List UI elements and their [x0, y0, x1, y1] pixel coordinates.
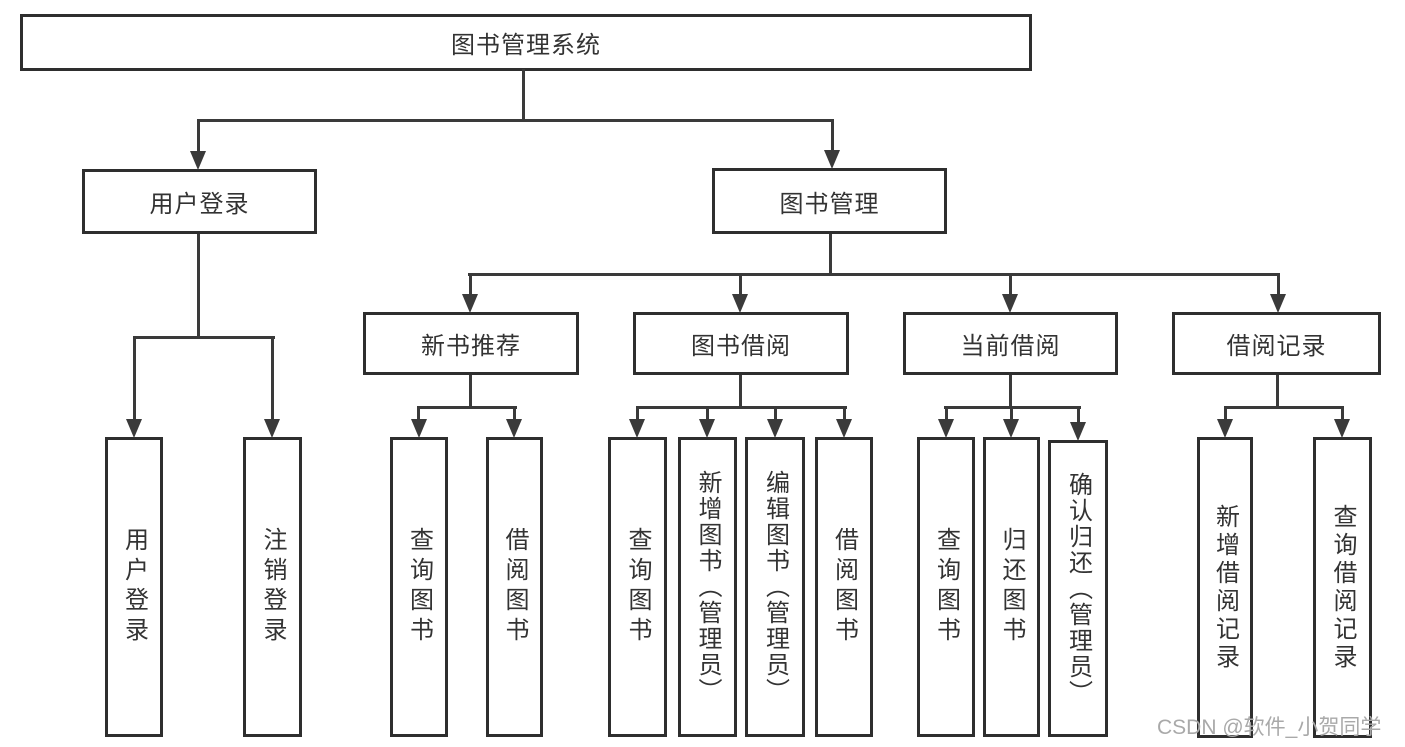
node-label: 新书推荐	[421, 333, 521, 360]
connector-arrow-tail	[1224, 406, 1227, 422]
node-label: 当前借阅	[960, 333, 1061, 360]
arrow-down-icon	[462, 294, 478, 313]
connector-arrow-tail	[1009, 273, 1012, 296]
leaf-query-books-newbook: 查询图书	[390, 437, 448, 737]
connector-arrow-tail	[636, 406, 639, 422]
connector-user-login-branch	[133, 336, 275, 339]
connector-arrow-tail	[843, 406, 846, 422]
leaf-label: 查询借阅记录	[1329, 503, 1356, 672]
node-label: 借阅记录	[1226, 333, 1327, 360]
leaf-label: 归还图书	[998, 527, 1025, 647]
arrow-down-icon	[938, 419, 954, 438]
connector-group-branch	[1224, 406, 1344, 409]
arrow-down-icon	[699, 419, 715, 438]
leaf-logout: 注销登录	[243, 437, 302, 737]
leaf-label: 查询图书	[624, 527, 651, 647]
arrow-down-icon	[126, 419, 142, 438]
arrow-down-icon	[1334, 419, 1350, 438]
leaf-return-books: 归还图书	[983, 437, 1040, 737]
leaf-add-borrow-record: 新增借阅记录	[1197, 437, 1253, 738]
node-new-book-recommendation: 新书推荐	[363, 312, 579, 375]
connector-arrow-tail	[1341, 406, 1344, 422]
leaf-label: 注销登录	[259, 527, 286, 647]
connector-arrow-tail	[469, 273, 472, 296]
arrow-down-icon	[190, 151, 206, 170]
node-label: 图书管理系统	[451, 32, 601, 59]
connector-arrow-tail	[417, 406, 420, 422]
node-borrowing-records: 借阅记录	[1172, 312, 1381, 375]
connector-arrow-tail	[1077, 406, 1080, 425]
node-book-borrowing: 图书借阅	[633, 312, 849, 375]
connector-arrow-tail	[706, 406, 709, 422]
arrow-down-icon	[1003, 419, 1019, 438]
leaf-confirm-return-admin: 确认归还（管理员）	[1048, 440, 1108, 737]
connector-arrow-tail	[271, 336, 274, 421]
leaf-label: 查询图书	[405, 527, 433, 647]
leaf-label: 编辑图书（管理员）	[761, 470, 789, 704]
connector-level1-branch	[197, 119, 834, 122]
leaf-edit-book-admin: 编辑图书（管理员）	[745, 437, 805, 737]
node-current-borrowing: 当前借阅	[903, 312, 1118, 375]
connector-level2-branch	[468, 273, 1280, 276]
connector-arrow-tail	[513, 406, 516, 422]
connector-arrow-tail	[133, 336, 136, 421]
connector-group-stub	[1276, 375, 1279, 409]
arrow-down-icon	[1217, 419, 1233, 438]
connector-group-branch	[636, 406, 847, 409]
connector-arrow-tail	[1277, 273, 1280, 296]
leaf-borrow-books-borrowing: 借阅图书	[815, 437, 873, 737]
arrow-down-icon	[1002, 294, 1018, 313]
arrow-down-icon	[506, 419, 522, 438]
csdn-watermark: CSDN @软件_小贺同学	[1157, 716, 1382, 739]
connector-arrow-tail	[197, 119, 200, 153]
arrow-down-icon	[629, 419, 645, 438]
leaf-borrow-books-newbook: 借阅图书	[486, 437, 543, 737]
node-label: 用户登录	[149, 191, 250, 218]
leaf-query-books-borrowing: 查询图书	[608, 437, 667, 737]
connector-group-stub	[1009, 375, 1012, 409]
connector-arrow-tail	[1010, 406, 1013, 422]
leaf-label: 用户登录	[120, 527, 148, 647]
leaf-label: 借阅图书	[830, 527, 858, 647]
arrow-down-icon	[411, 419, 427, 438]
leaf-label: 查询图书	[932, 527, 960, 647]
node-book-management: 图书管理	[712, 168, 947, 234]
arrow-down-icon	[1070, 422, 1086, 441]
arrow-down-icon	[824, 150, 840, 169]
connector-group-stub	[739, 375, 742, 409]
node-label: 图书管理	[779, 190, 880, 218]
node-label: 图书借阅	[691, 333, 791, 360]
node-user-login: 用户登录	[82, 169, 317, 234]
connector-book-management-trunk	[829, 234, 832, 276]
arrow-down-icon	[836, 419, 852, 438]
arrow-down-icon	[732, 294, 748, 313]
arrow-down-icon	[767, 419, 783, 438]
connector-group-branch	[418, 406, 517, 409]
connector-arrow-tail	[739, 273, 742, 296]
connector-user-login-trunk	[197, 234, 200, 339]
connector-group-stub	[469, 375, 472, 409]
leaf-label: 新增图书（管理员）	[694, 470, 721, 704]
leaf-user-login: 用户登录	[105, 437, 163, 737]
connector-arrow-tail	[945, 406, 948, 422]
arrow-down-icon	[1270, 294, 1286, 313]
leaf-query-borrow-record: 查询借阅记录	[1313, 437, 1372, 738]
connector-root-trunk	[522, 69, 525, 122]
leaf-label: 新增借阅记录	[1211, 503, 1239, 672]
leaf-label: 确认归还（管理员）	[1064, 471, 1092, 706]
node-library-management-system: 图书管理系统	[20, 14, 1032, 71]
leaf-query-books-current: 查询图书	[917, 437, 975, 737]
arrow-down-icon	[264, 419, 280, 438]
connector-arrow-tail	[774, 406, 777, 422]
connector-arrow-tail	[831, 119, 834, 152]
leaf-label: 借阅图书	[501, 527, 528, 647]
leaf-add-book-admin: 新增图书（管理员）	[678, 437, 737, 737]
